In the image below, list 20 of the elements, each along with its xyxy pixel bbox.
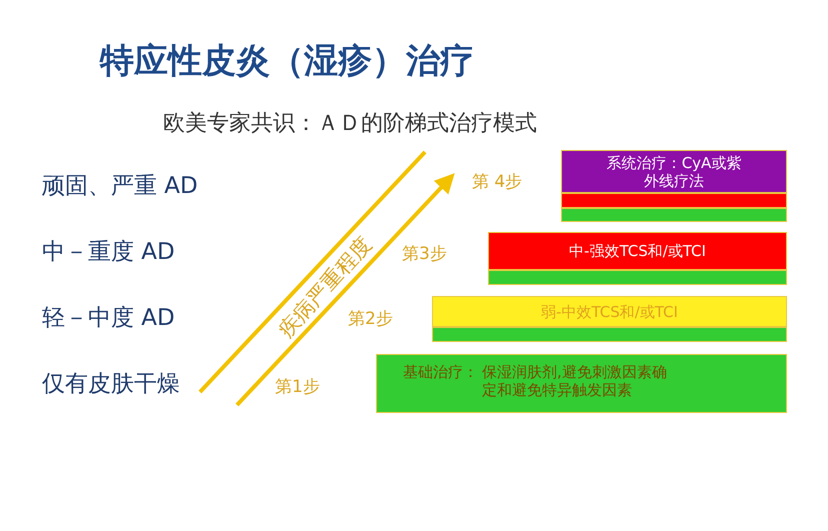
subtitle: 欧美专家共识：ＡＤ的阶梯式治疗模式 (163, 110, 537, 138)
body-text: 保湿润肤剂,避免刺激因素确定和避免特异触发因素 (482, 363, 668, 399)
title: 特应性皮炎（湿疹）治疗 (100, 40, 474, 83)
severity-label: 顽固、严重 AD (42, 172, 198, 201)
stripe (488, 270, 787, 285)
treatment-band: 弱-中效TCS和/或TCI (432, 296, 787, 327)
severity-label: 中－重度 AD (42, 238, 175, 267)
step-label: 第 4步 (472, 171, 522, 193)
step-label: 第3步 (402, 243, 447, 265)
step-label: 第2步 (348, 308, 393, 330)
heading-text: 基础治疗： (403, 363, 478, 381)
step-label: 第1步 (275, 376, 320, 398)
treatment-band: 系统治疗：CyA或紫外线疗法 (561, 150, 787, 193)
severity-label: 轻－中度 AD (42, 304, 175, 333)
treatment-band: 中-强效TCS和/或TCI (488, 232, 787, 270)
treatment-band (376, 354, 787, 413)
stripe (561, 193, 787, 208)
stripe (561, 208, 787, 222)
stripe (432, 327, 787, 342)
severity-label: 仅有皮肤干燥 (42, 370, 180, 399)
